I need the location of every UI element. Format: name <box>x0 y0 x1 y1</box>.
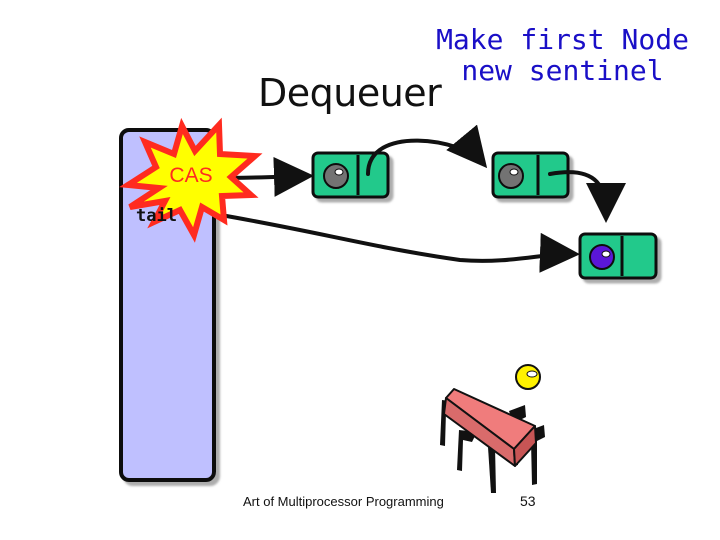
tail-field-label: tail <box>136 206 177 226</box>
second-node <box>491 151 570 199</box>
cas-burst-shape <box>119 117 263 243</box>
gray-ball-highlight <box>509 168 519 176</box>
gray-value-ball <box>323 163 349 189</box>
slide-main-title: Dequeuer <box>258 71 442 115</box>
cas-burst: CAS <box>119 117 263 243</box>
gray-value-ball <box>498 163 524 189</box>
third-node <box>578 232 658 280</box>
first-node <box>311 151 390 199</box>
page-number: 53 <box>520 493 536 509</box>
slide-note-title: Make first Node new sentinel <box>420 24 705 86</box>
table-end-icon <box>513 425 537 467</box>
yellow-ball-highlight <box>526 370 538 378</box>
slide-note-line: Make first Node <box>436 23 689 56</box>
cas-label: CAS <box>169 164 212 187</box>
purple-value-ball <box>589 244 615 270</box>
slide-footer: Art of Multiprocessor Programming <box>243 494 444 509</box>
gray-ball-highlight <box>334 168 344 176</box>
purple-ball-highlight <box>601 250 611 258</box>
yellow-ball <box>515 364 541 390</box>
table-icon <box>440 388 545 493</box>
sentinel-next-pointer-arrow <box>366 124 488 176</box>
slide-note-line: new sentinel <box>461 54 664 87</box>
table-leg-icon <box>488 446 496 493</box>
yellow-ball-body <box>515 364 541 390</box>
tail-pointer-arrow <box>213 212 580 273</box>
next-node-pointer-arrow <box>548 170 626 223</box>
table-leg-icon <box>457 430 477 471</box>
